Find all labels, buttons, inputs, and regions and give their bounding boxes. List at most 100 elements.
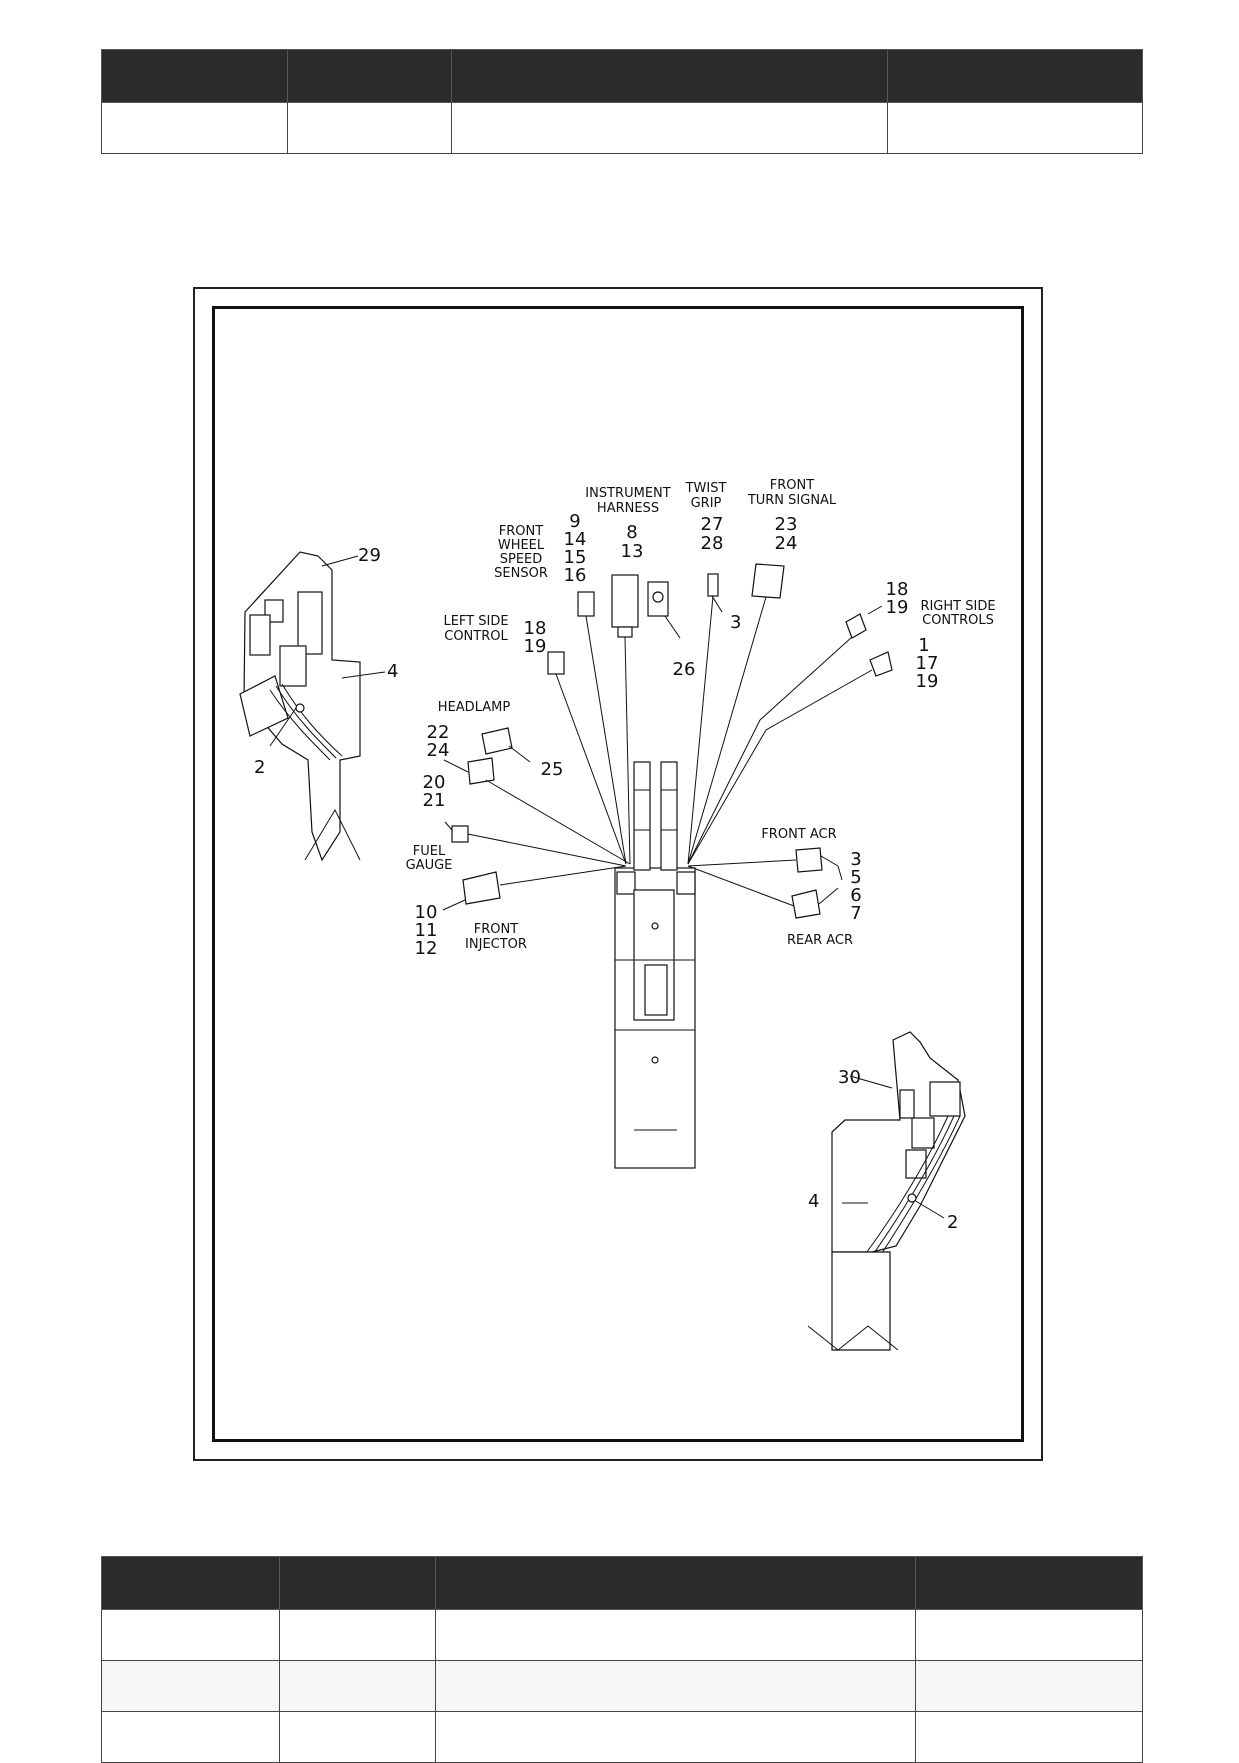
svg-text:RIGHT SIDE: RIGHT SIDE bbox=[920, 599, 995, 614]
table-cell bbox=[887, 102, 1143, 154]
table-header-row bbox=[101, 49, 1143, 103]
table-cell bbox=[435, 1711, 916, 1763]
table-row bbox=[101, 1711, 1143, 1763]
callout-19: 19 bbox=[524, 636, 547, 657]
callout-30: 30 bbox=[838, 1067, 861, 1088]
svg-text:CONTROL: CONTROL bbox=[444, 629, 508, 644]
table-row bbox=[101, 1609, 1143, 1661]
callout-1: 1 bbox=[918, 635, 929, 656]
table-cell bbox=[101, 102, 288, 154]
callout-29: 29 bbox=[358, 545, 381, 566]
svg-text:GRIP: GRIP bbox=[691, 496, 722, 511]
left-handlebar-inset bbox=[239, 551, 386, 862]
harness-wires bbox=[467, 595, 873, 907]
table-cell bbox=[287, 102, 452, 154]
connector-right-side-controls bbox=[845, 613, 867, 639]
svg-text:FRONT: FRONT bbox=[770, 478, 814, 493]
callout-14: 14 bbox=[564, 529, 587, 550]
table-cell bbox=[279, 1660, 436, 1712]
table-header-cell bbox=[887, 49, 1143, 103]
top-table bbox=[101, 49, 1143, 154]
callout-8: 8 bbox=[626, 522, 637, 543]
table-header-cell bbox=[101, 49, 288, 103]
table-header-cell bbox=[435, 1556, 916, 1610]
callout-20: 20 bbox=[423, 772, 446, 793]
svg-text:LEFT SIDE: LEFT SIDE bbox=[443, 614, 508, 629]
table-cell bbox=[279, 1609, 436, 1661]
callout-26: 26 bbox=[673, 659, 696, 680]
connector-rear-acr bbox=[791, 889, 821, 919]
diagram-inner-border bbox=[212, 306, 1024, 1442]
table-cell bbox=[101, 1660, 280, 1712]
table-cell bbox=[435, 1609, 916, 1661]
svg-text:TURN SIGNAL: TURN SIGNAL bbox=[747, 493, 837, 508]
diagram-frame bbox=[193, 287, 1043, 1461]
svg-text:SENSOR: SENSOR bbox=[494, 566, 548, 581]
callout-25: 25 bbox=[541, 759, 564, 780]
table-row bbox=[101, 102, 1143, 154]
svg-text:FRONT: FRONT bbox=[499, 524, 543, 539]
callout-9: 9 bbox=[569, 511, 580, 532]
connector-front-turn-signal bbox=[751, 563, 785, 599]
callout-19-right: 19 bbox=[886, 597, 909, 618]
bottom-table bbox=[101, 1556, 1143, 1763]
table-header-cell bbox=[101, 1556, 280, 1610]
svg-text:FRONT: FRONT bbox=[474, 922, 518, 937]
callout-4: 4 bbox=[387, 661, 398, 682]
callout-13: 13 bbox=[621, 541, 644, 562]
callout-17: 17 bbox=[916, 653, 939, 674]
svg-text:FUEL: FUEL bbox=[413, 844, 446, 859]
callout-3: 3 bbox=[730, 612, 741, 633]
connector-fuel-gauge bbox=[451, 825, 469, 843]
label-right-side-controls: RIGHT SIDE CONTROLS bbox=[920, 599, 995, 628]
svg-text:INJECTOR: INJECTOR bbox=[465, 937, 527, 952]
callout-6: 6 bbox=[850, 885, 861, 906]
label-fuel-gauge: FUEL GAUGE bbox=[406, 844, 453, 873]
callout-22: 22 bbox=[427, 722, 450, 743]
table-cell bbox=[915, 1711, 1143, 1763]
connector-left-side-control bbox=[547, 651, 565, 675]
label-front-turn-signal: FRONT TURN SIGNAL bbox=[747, 478, 837, 508]
connector-headlamp bbox=[467, 757, 495, 785]
callout-23: 23 bbox=[775, 514, 798, 535]
callout-10: 10 bbox=[415, 902, 438, 923]
table-header-cell bbox=[451, 49, 888, 103]
callout-2-right: 2 bbox=[947, 1212, 958, 1233]
callout-15: 15 bbox=[564, 547, 587, 568]
harness-spine bbox=[614, 761, 696, 1169]
label-front-wheel-speed-sensor: FRONT WHEEL SPEED SENSOR bbox=[494, 524, 548, 581]
table-header-cell bbox=[915, 1556, 1143, 1610]
connector-twist-grip bbox=[707, 573, 719, 597]
svg-text:GAUGE: GAUGE bbox=[406, 858, 453, 873]
callout-28: 28 bbox=[701, 533, 724, 554]
svg-text:CONTROLS: CONTROLS bbox=[922, 613, 994, 628]
label-twist-grip: TWIST GRIP bbox=[685, 481, 727, 511]
callout-19-right-2: 19 bbox=[916, 671, 939, 692]
svg-text:HARNESS: HARNESS bbox=[597, 501, 659, 516]
callout-4-right: 4 bbox=[808, 1191, 819, 1212]
table-cell bbox=[451, 102, 888, 154]
connector-instrument-harness bbox=[611, 574, 669, 638]
right-handlebar-inset bbox=[807, 1031, 966, 1351]
callout-12: 12 bbox=[415, 938, 438, 959]
callout-16: 16 bbox=[564, 565, 587, 586]
svg-text:INSTRUMENT: INSTRUMENT bbox=[585, 486, 670, 501]
table-cell bbox=[435, 1660, 916, 1712]
table-cell bbox=[279, 1711, 436, 1763]
connector-headlamp-25 bbox=[481, 727, 513, 755]
callout-2: 2 bbox=[254, 757, 265, 778]
label-rear-acr: REAR ACR bbox=[787, 933, 853, 948]
label-left-side-control: LEFT SIDE CONTROL bbox=[443, 614, 508, 644]
table-cell bbox=[915, 1660, 1143, 1712]
connector-front-injector bbox=[462, 871, 501, 905]
connector-front-acr bbox=[795, 847, 823, 873]
callout-18: 18 bbox=[524, 618, 547, 639]
label-headlamp: HEADLAMP bbox=[438, 700, 511, 715]
leader-lines bbox=[442, 595, 883, 911]
callout-27: 27 bbox=[701, 514, 724, 535]
callout-24-left: 24 bbox=[427, 740, 450, 761]
callout-5: 5 bbox=[850, 867, 861, 888]
label-instrument-harness: INSTRUMENT HARNESS bbox=[585, 486, 670, 516]
callout-3-acr: 3 bbox=[850, 849, 861, 870]
